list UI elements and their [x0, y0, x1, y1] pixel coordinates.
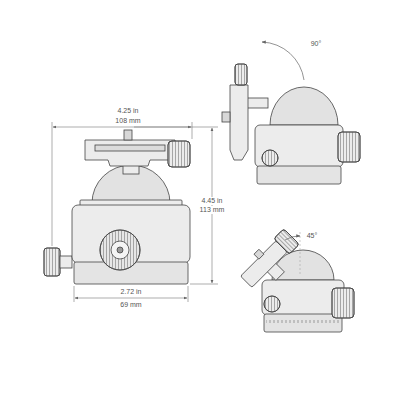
rotation-arrow [262, 42, 304, 80]
angle-label: 45° [306, 232, 319, 240]
knurling [264, 296, 280, 312]
extension-line [188, 286, 189, 302]
dimension-label: 108 mm [114, 117, 141, 125]
clamp-body [85, 140, 175, 166]
clamp-knob [168, 141, 190, 167]
side-knob [338, 132, 360, 162]
housing-body [255, 125, 343, 167]
knurling [235, 64, 247, 85]
dimension-lines [52, 122, 218, 302]
tilt-arrow [285, 236, 300, 240]
knurling [274, 229, 299, 254]
knob-center [117, 247, 123, 253]
extension-line [190, 284, 218, 285]
panning-base [264, 314, 342, 332]
knob-stem [60, 256, 72, 268]
side-knob [332, 288, 354, 318]
mounting-screw [222, 112, 230, 122]
clamp-knob [235, 64, 247, 85]
extension-line [74, 286, 75, 302]
ball-stem [246, 98, 268, 108]
extension-line [192, 122, 193, 139]
knurling [44, 248, 60, 276]
degree-scale [266, 318, 340, 323]
knurling [262, 150, 278, 166]
front-knob [264, 296, 280, 312]
friction-knob [100, 230, 140, 270]
knurling [338, 132, 360, 162]
knurling [100, 230, 140, 270]
dimension-label: 69 mm [119, 301, 142, 309]
ball-dome [270, 87, 338, 125]
knurling [332, 288, 354, 318]
extension-line [134, 127, 218, 128]
dimension-label: 2.72 in [119, 288, 142, 296]
knob-cap [111, 241, 129, 259]
clamp-knob [274, 229, 299, 254]
panning-base [257, 166, 341, 184]
clamp-body [241, 241, 288, 288]
degree-scale [259, 170, 339, 175]
base-dimension [75, 298, 187, 299]
tilted-clamp [236, 227, 305, 296]
mounting-screw [254, 249, 264, 259]
main-view [44, 130, 190, 284]
knurling [168, 141, 190, 167]
clamp-body [230, 85, 248, 160]
angle-label: 90° [310, 40, 323, 48]
dimension-label: 4.45 in [200, 197, 223, 205]
dimension-label: 4.25 in [116, 107, 139, 115]
vertical-reference [300, 232, 301, 276]
mounting-screw [124, 130, 132, 140]
side-view-90 [222, 42, 360, 184]
side-view-45 [236, 227, 354, 332]
clamp-jaw [95, 145, 165, 151]
left-knob [44, 248, 60, 276]
front-knob [262, 150, 278, 166]
extension-line [52, 122, 53, 246]
dimension-label: 113 mm [199, 206, 226, 214]
